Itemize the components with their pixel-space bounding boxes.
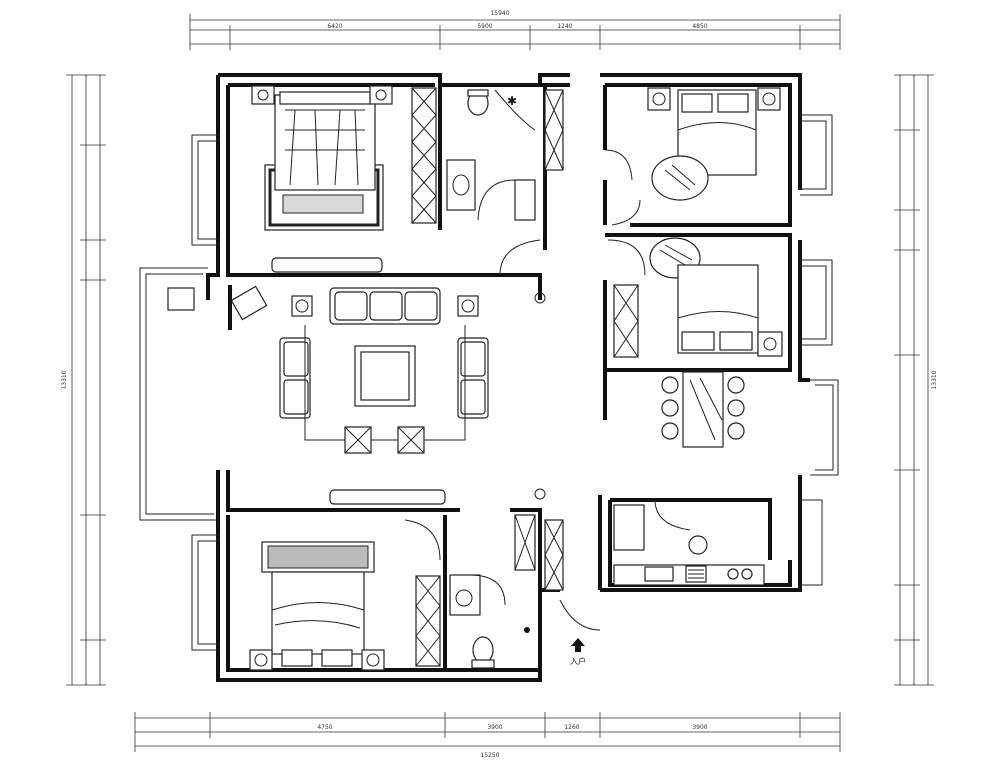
master-bedroom xyxy=(251,85,437,273)
right-dimension-lines: 13310 xyxy=(894,74,938,686)
bottom-dim-4: 3900 xyxy=(692,724,707,731)
bottom-dim-3: 1260 xyxy=(564,724,579,731)
bottom-dimension-lines: 15250 4750 3900 1260 3900 xyxy=(134,712,841,759)
exterior-walls xyxy=(139,73,839,682)
storage-cabinet xyxy=(544,89,564,171)
entrance-arrow-icon xyxy=(571,638,585,652)
top-bathroom: ✱ xyxy=(446,89,564,276)
entrance-label: 入户 xyxy=(570,656,586,666)
bottom-total-dimension: 15250 xyxy=(480,752,499,759)
bed-4 xyxy=(271,571,365,655)
wardrobe-2 xyxy=(613,284,639,358)
entrance: 入户 xyxy=(570,638,586,666)
fridge xyxy=(613,504,645,551)
master-bed xyxy=(274,94,376,191)
toilet-bottom xyxy=(472,636,494,664)
top-dim-4: 4850 xyxy=(692,23,707,30)
nightstand-left xyxy=(251,85,275,105)
nightstand xyxy=(647,87,671,111)
bottom-bedroom xyxy=(249,519,441,671)
side-cabinet xyxy=(167,287,195,311)
left-total-dimension: 13310 xyxy=(61,370,68,389)
kitchen-stool xyxy=(688,535,708,555)
left-dimension-lines: 13310 xyxy=(61,74,106,686)
bedroom-2 xyxy=(604,87,781,226)
vanity-top xyxy=(446,159,476,211)
vanity-bottom xyxy=(449,574,481,616)
tv-cabinet xyxy=(329,489,446,505)
dresser xyxy=(271,257,383,273)
bottom-dim-1: 4750 xyxy=(317,724,332,731)
top-dim-1: 6420 xyxy=(327,23,342,30)
window-bays xyxy=(191,114,833,651)
armchair xyxy=(230,285,268,321)
shower-icon: ✱ xyxy=(507,94,517,108)
top-dim-3: 1240 xyxy=(557,23,572,30)
bottom-bathroom xyxy=(449,514,601,669)
dining-area xyxy=(661,371,745,448)
top-dimension-lines: 15940 6420 5900 1240 4850 xyxy=(189,10,841,50)
top-dim-2: 5900 xyxy=(477,23,492,30)
bottom-dim-2: 3900 xyxy=(487,724,502,731)
shoe-cabinet xyxy=(544,519,564,591)
top-total-dimension: 15940 xyxy=(490,10,509,17)
nightstand-right xyxy=(369,85,393,105)
bedroom-3 xyxy=(607,237,783,358)
round-rug xyxy=(651,155,709,201)
living-room xyxy=(167,285,546,505)
kitchen xyxy=(613,499,765,586)
right-total-dimension: 13310 xyxy=(931,370,938,389)
